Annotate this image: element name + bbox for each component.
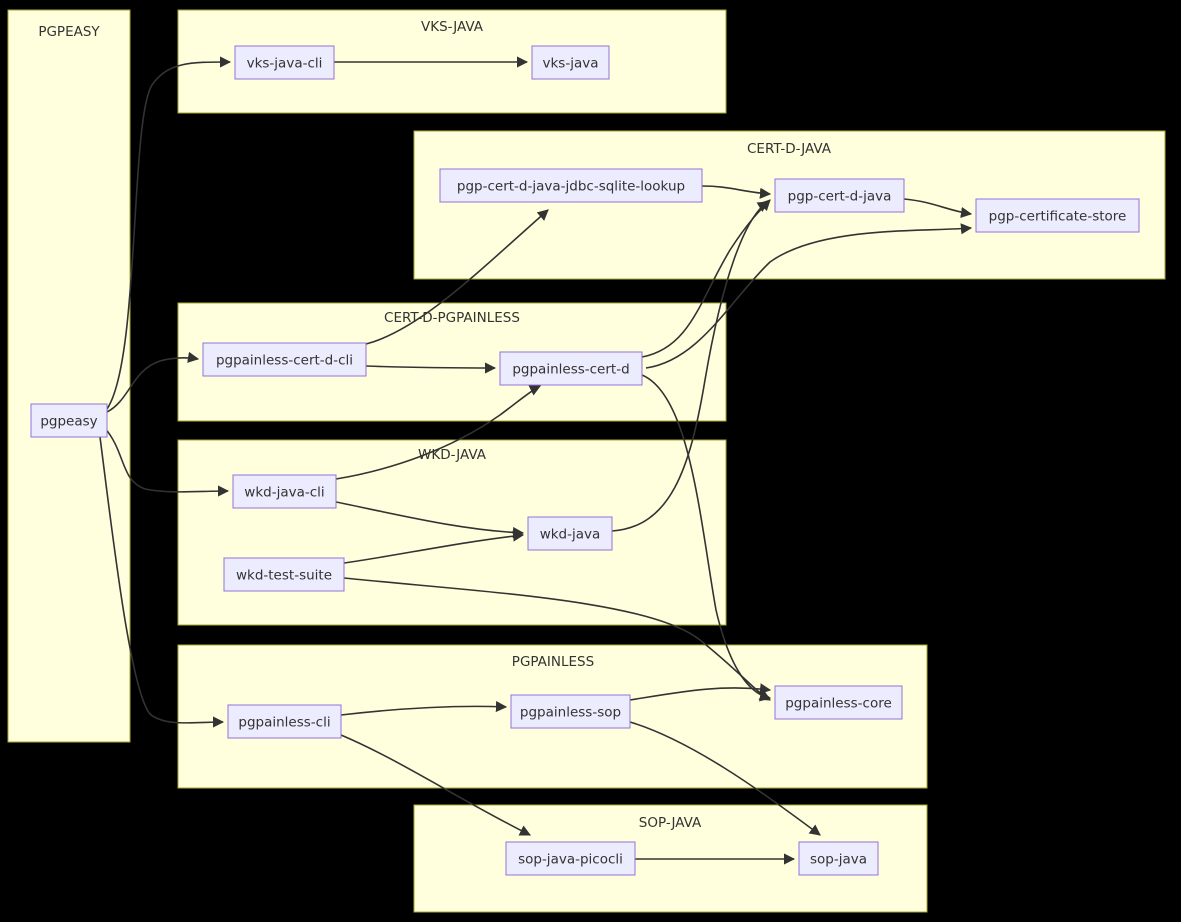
edge-wkd-test-suite-to-wkd-java (343, 530, 525, 564)
cluster-label-cert-d-pgpainless: CERT-D-PGPAINLESS (384, 310, 520, 326)
node-rect-vks-java-cli[interactable] (234, 45, 335, 80)
node-label-pgp-certificate-store: pgp-certificate-store (989, 209, 1127, 225)
node-pgpainless-core[interactable]: pgpainless-core (774, 685, 903, 720)
cluster-label-pgpeasy: PGPEASY (38, 24, 100, 40)
node-label-sop-java-picocli: sop-java-picocli (518, 852, 623, 868)
node-label-pgpainless-cli: pgpainless-cli (238, 715, 330, 731)
edge-pgpainless-cert-d-cli-to-pgp-cert-d-java-jdbc-sqlite-lookup (365, 209, 549, 345)
node-wkd-java-cli[interactable]: wkd-java-cli (232, 474, 337, 509)
node-rect-sop-java-picocli[interactable] (505, 841, 636, 876)
node-pgpainless-cert-d[interactable]: pgpainless-cert-d (499, 351, 643, 386)
node-label-pgpainless-core: pgpainless-core (785, 696, 892, 712)
edge-wkd-test-suite-to-pgpainless-core (343, 577, 771, 701)
node-label-wkd-java: wkd-java (540, 527, 601, 543)
node-label-pgp-cert-d-java-jdbc-sqlite-lookup: pgp-cert-d-java-jdbc-sqlite-lookup (457, 179, 685, 195)
cluster-pgpeasy: PGPEASY (7, 9, 131, 743)
node-label-pgpainless-sop: pgpainless-sop (520, 705, 621, 721)
edge-pgpainless-sop-to-sop-java (629, 721, 821, 836)
cluster-label-sop-java: SOP-JAVA (639, 815, 702, 831)
clusters-layer: PGPEASY VKS-JAVA CERT-D-JAVA CERT-D-PGPAINL… (7, 9, 1166, 913)
edge-pgpeasy-to-wkd-java-cli (103, 426, 230, 497)
node-rect-vks-java[interactable] (531, 45, 610, 80)
node-rect-pgpainless-sop[interactable] (510, 694, 631, 729)
edge-pgpainless-cert-d-cli-to-pgpainless-cert-d (365, 362, 497, 374)
node-rect-pgp-cert-d-java[interactable] (774, 178, 905, 213)
node-rect-pgp-cert-d-java-jdbc-sqlite-lookup[interactable] (439, 168, 703, 203)
edge-pgp-cert-d-java-jdbc-sqlite-lookup-to-pgp-cert-d-java (701, 185, 772, 199)
node-pgpainless-sop[interactable]: pgpainless-sop (510, 694, 631, 729)
node-sop-java[interactable]: sop-java (798, 841, 879, 876)
node-label-vks-java-cli: vks-java-cli (247, 56, 323, 72)
edge-pgpainless-sop-to-pgpainless-core (629, 683, 772, 701)
edge-pgp-cert-d-java-to-pgp-certificate-store (903, 198, 973, 218)
node-pgp-cert-d-java-jdbc-sqlite-lookup[interactable]: pgp-cert-d-java-jdbc-sqlite-lookup (439, 168, 703, 203)
node-rect-pgpainless-cert-d[interactable] (499, 351, 643, 386)
node-rect-sop-java[interactable] (798, 841, 879, 876)
node-rect-pgpeasy[interactable] (30, 403, 108, 438)
cluster-rect-wkd-java (177, 439, 727, 626)
node-label-pgpainless-cert-d-cli: pgpainless-cert-d-cli (216, 353, 353, 369)
node-rect-wkd-java[interactable] (527, 516, 613, 551)
edge-pgpainless-cert-d-to-pgpainless-core (641, 374, 772, 702)
node-wkd-test-suite[interactable]: wkd-test-suite (223, 557, 345, 592)
node-vks-java-cli[interactable]: vks-java-cli (234, 45, 335, 80)
edge-wkd-java-to-pgp-cert-d-java (611, 201, 769, 532)
node-rect-wkd-test-suite[interactable] (223, 557, 345, 592)
node-rect-pgpainless-core[interactable] (774, 685, 903, 720)
edge-pgpainless-cli-to-sop-java-picocli (340, 734, 532, 836)
cluster-label-cert-d-java: CERT-D-JAVA (747, 141, 832, 157)
node-rect-pgp-certificate-store[interactable] (975, 198, 1140, 233)
edges-layer (99, 56, 973, 865)
node-rect-wkd-java-cli[interactable] (232, 474, 337, 509)
cluster-label-wkd-java: WKD-JAVA (418, 447, 487, 463)
node-label-wkd-java-cli: wkd-java-cli (244, 485, 324, 501)
node-pgp-cert-d-java[interactable]: pgp-cert-d-java (774, 178, 905, 213)
node-pgp-certificate-store[interactable]: pgp-certificate-store (975, 198, 1140, 233)
node-wkd-java[interactable]: wkd-java (527, 516, 613, 551)
node-sop-java-picocli[interactable]: sop-java-picocli (505, 841, 636, 876)
node-rect-pgpainless-cli[interactable] (227, 704, 342, 739)
cluster-label-vks-java: VKS-JAVA (421, 19, 484, 35)
node-label-vks-java: vks-java (543, 56, 599, 72)
node-pgpainless-cert-d-cli[interactable]: pgpainless-cert-d-cli (202, 342, 367, 377)
edge-pgpeasy-to-pgpainless-cert-d-cli (106, 351, 200, 413)
edge-pgpeasy-to-vks-java-cli (106, 56, 232, 410)
edge-pgpeasy-to-pgpainless-cli (99, 436, 225, 728)
nodes-layer: pgpeasy vks-java-cli vks-java pgp-cert-d-ja… (30, 45, 1140, 876)
edge-wkd-java-cli-to-pgpainless-cert-d (335, 385, 542, 480)
edge-wkd-java-cli-to-wkd-java (335, 501, 525, 539)
node-label-pgpeasy: pgpeasy (40, 414, 97, 430)
node-pgpeasy[interactable]: pgpeasy (30, 403, 108, 438)
node-rect-pgpainless-cert-d-cli[interactable] (202, 342, 367, 377)
node-label-sop-java: sop-java (810, 852, 867, 868)
node-vks-java[interactable]: vks-java (531, 45, 610, 80)
cluster-label-pgpainless: PGPAINLESS (512, 654, 594, 670)
node-label-pgp-cert-d-java: pgp-cert-d-java (788, 189, 892, 205)
node-pgpainless-cli[interactable]: pgpainless-cli (227, 704, 342, 739)
node-label-pgpainless-cert-d: pgpainless-cert-d (512, 362, 629, 378)
node-label-wkd-test-suite: wkd-test-suite (236, 568, 332, 584)
edge-pgpainless-cert-d-to-pgp-certificate-store (645, 223, 973, 369)
cluster-wkd-java: WKD-JAVA (177, 439, 727, 626)
cluster-rect-pgpeasy (7, 9, 131, 743)
edge-pgpainless-cli-to-pgpainless-sop (340, 700, 508, 716)
